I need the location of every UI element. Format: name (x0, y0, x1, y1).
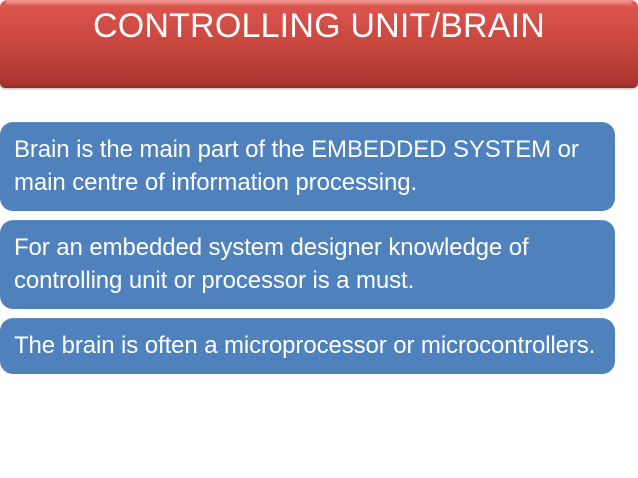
slide-title: CONTROLLING UNIT/BRAIN (92, 7, 546, 45)
bullet-text-1: Brain is the main part of the EMBEDDED S… (14, 136, 579, 196)
slide-title-banner: CONTROLLING UNIT/BRAIN (0, 0, 638, 88)
bullet-box-list: Brain is the main part of the EMBEDDED S… (0, 122, 638, 383)
bullet-box-1: Brain is the main part of the EMBEDDED S… (0, 122, 615, 211)
bullet-box-3: The brain is often a microprocessor or m… (0, 318, 615, 374)
bullet-box-2: For an embedded system designer knowledg… (0, 220, 615, 309)
bullet-text-3: The brain is often a microprocessor or m… (14, 332, 596, 359)
bullet-text-2: For an embedded system designer knowledg… (14, 234, 529, 294)
